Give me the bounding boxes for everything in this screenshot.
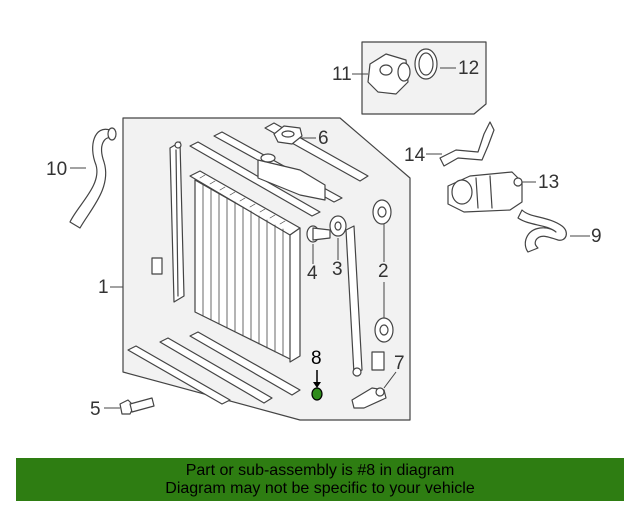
part-5-bolt: [119, 397, 155, 415]
radiator-core: [189, 170, 301, 363]
upper-tank: [257, 153, 326, 201]
callout-7[interactable]: 7: [394, 353, 405, 374]
info-banner: Part or sub-assembly is #8 in diagram Di…: [16, 458, 624, 501]
part-12-ring: [414, 48, 438, 80]
bottom-seal-3: [189, 331, 301, 396]
part-8-highlight: [311, 370, 323, 401]
callout-4[interactable]: 4: [307, 263, 318, 284]
callout-9[interactable]: 9: [591, 226, 602, 247]
callout-11[interactable]: 11: [332, 64, 352, 85]
part-7-drain-cock: [351, 387, 387, 409]
callout-3[interactable]: 3: [332, 259, 343, 280]
part-2-upper-cushion: [372, 199, 392, 225]
part-3-washer: [329, 215, 347, 237]
callout-8[interactable]: 8: [311, 348, 322, 369]
part-4-bolt: [306, 225, 331, 243]
banner-line-2: Diagram may not be specific to your vehi…: [165, 480, 475, 497]
left-clip: [151, 257, 163, 275]
part-11-housing: [367, 53, 411, 95]
part-9-hose: [517, 209, 567, 253]
bottom-seal-1: [127, 345, 231, 405]
callout-13[interactable]: 13: [538, 172, 560, 193]
callout-5[interactable]: 5: [90, 399, 101, 420]
part-6-cap: [273, 125, 303, 145]
callout-2[interactable]: 2: [378, 261, 389, 282]
callout-12[interactable]: 12: [458, 58, 480, 79]
callout-1[interactable]: 1: [98, 277, 109, 298]
part-14-pipe: [439, 121, 495, 167]
bottom-seal-2: [159, 337, 273, 404]
callout-6[interactable]: 6: [318, 128, 329, 149]
part-13-reservoir: [447, 171, 523, 213]
banner-line-1: Part or sub-assembly is #8 in diagram: [185, 462, 455, 479]
right-clip: [371, 351, 385, 371]
part-10-hose: [69, 128, 115, 229]
callout-14[interactable]: 14: [404, 145, 426, 166]
top-seal-1: [189, 141, 321, 217]
left-bracket: [169, 141, 185, 303]
callout-10[interactable]: 10: [46, 159, 68, 180]
part-2-lower-cushion: [374, 317, 394, 343]
right-support: [345, 225, 363, 377]
